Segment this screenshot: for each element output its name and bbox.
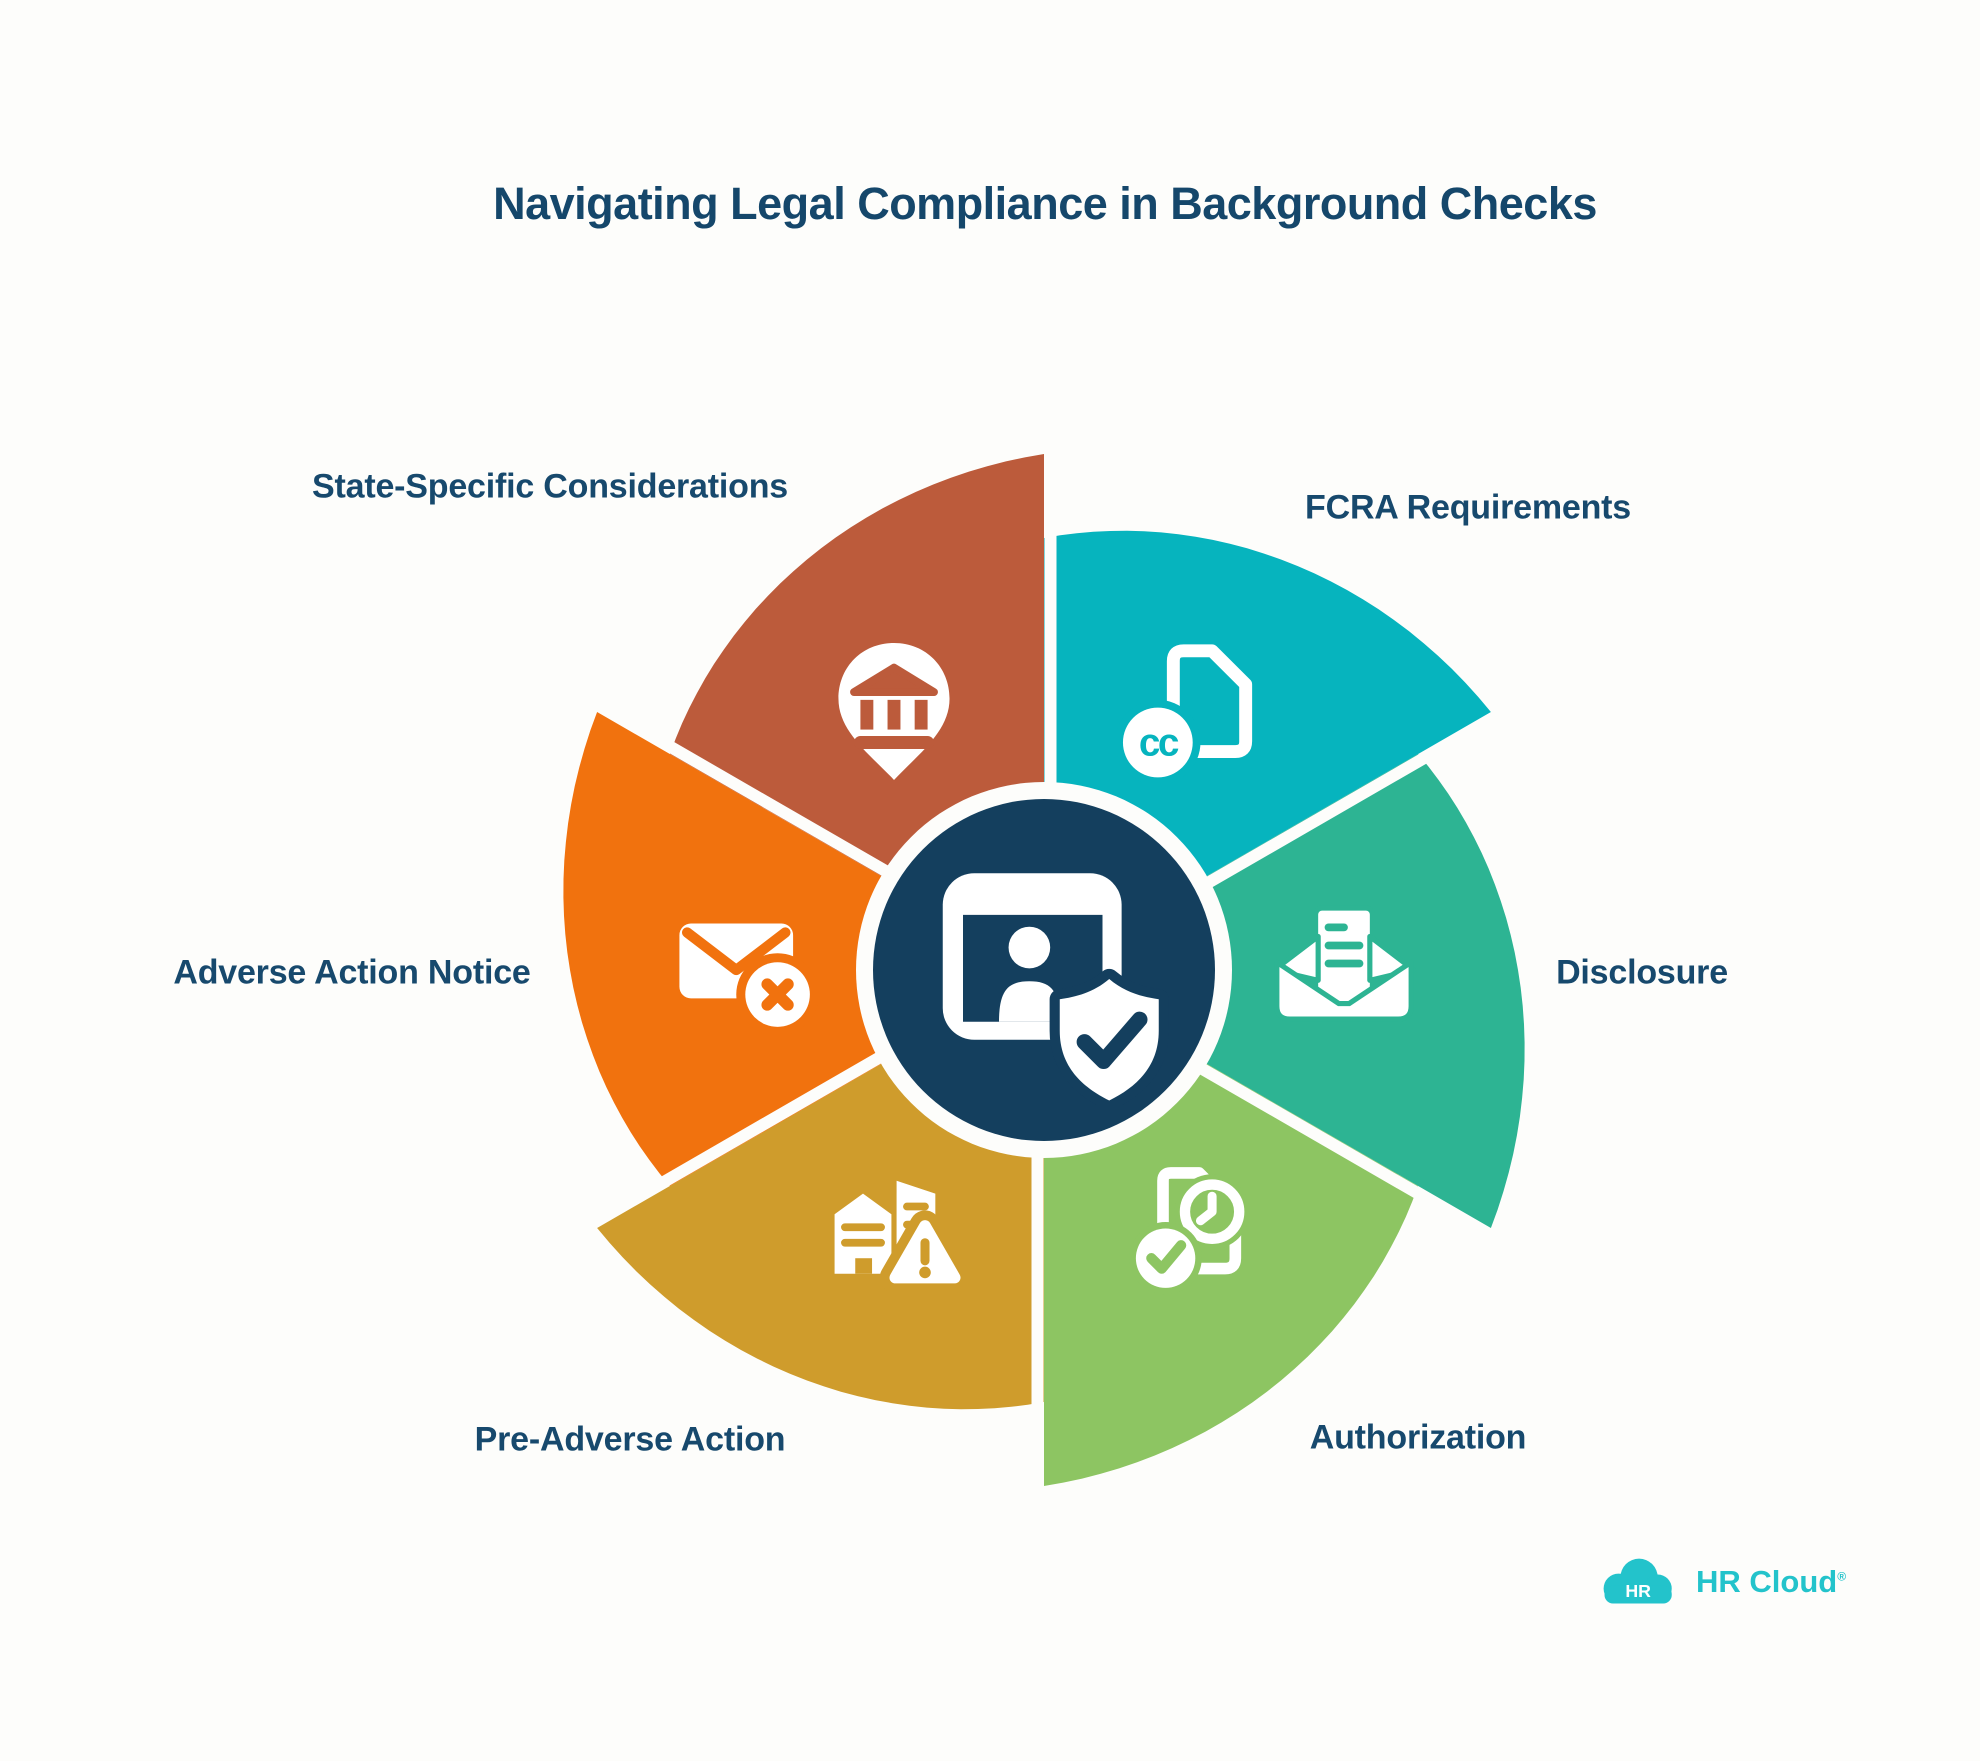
label-authorization: Authorization	[1309, 1418, 1527, 1457]
hr-cloud-logo: HR HR Cloud®	[1598, 1552, 1846, 1612]
registered-mark: ®	[1837, 1569, 1847, 1584]
brand-text: HR Cloud®	[1696, 1564, 1846, 1600]
brand-name: HR Cloud	[1696, 1564, 1838, 1599]
hr-cloud-badge-icon: HR	[1603, 1558, 1672, 1604]
label-state-specific-considerations: State-Specific Considerations	[312, 467, 788, 506]
label-pre-adverse-action: Pre-Adverse Action	[474, 1420, 786, 1459]
page-title: Navigating Legal Compliance in Backgroun…	[493, 178, 1597, 229]
segment-fcra-requirements	[1044, 530, 1491, 890]
hr-badge-text: HR	[1625, 1581, 1651, 1601]
label-adverse-action-notice: Adverse Action Notice	[173, 953, 531, 992]
label-disclosure: Disclosure	[1556, 953, 1728, 992]
label-fcra-requirements: FCRA Requirements	[1305, 488, 1631, 527]
segment-pre-adverse-action	[597, 1050, 1044, 1410]
